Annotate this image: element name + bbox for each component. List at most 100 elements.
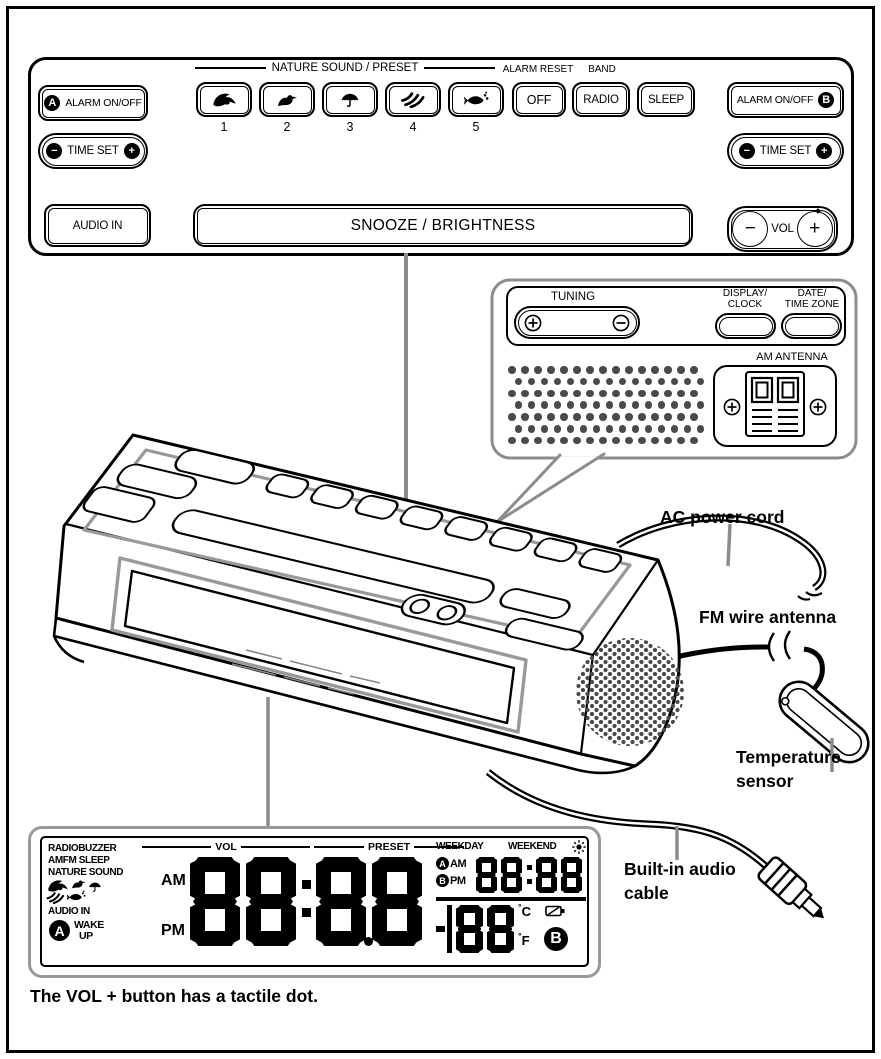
temperature-sensor-label: Temperature sensor — [736, 747, 841, 791]
preset-4-number: 4 — [409, 120, 417, 134]
preset-4-button[interactable] — [385, 82, 441, 117]
speaker-grille — [576, 638, 684, 746]
top-control-panel-diagram: A ALARM ON/OFF NATURE SOUND / PRESET 1 2… — [28, 57, 854, 256]
radio-label: RADIO — [583, 93, 619, 106]
top-face-buttons — [82, 448, 623, 651]
battery-icon — [545, 905, 565, 917]
preset-3-button[interactable] — [322, 82, 378, 117]
preset-3-number: 3 — [346, 120, 354, 134]
sun-icon — [572, 840, 586, 854]
bird-icon — [275, 92, 299, 108]
wind-icon — [400, 91, 426, 108]
fahrenheit-indicator: °F — [518, 931, 530, 948]
audio-cable — [485, 769, 824, 919]
main-colon-top — [302, 880, 311, 889]
decimal-point — [364, 937, 373, 946]
alarm-reset-label: ALARM RESET — [502, 64, 574, 75]
indicator-radio-buzzer: RADIOBUZZER — [48, 843, 117, 854]
clock-radio-illustration — [52, 433, 870, 919]
alarm-a-badge: A — [44, 95, 61, 111]
audio-plug-icon — [757, 856, 824, 919]
sleep-label: SLEEP — [647, 93, 685, 106]
snooze-callout-line — [404, 253, 408, 500]
terminal-screw-right-icon — [809, 398, 827, 416]
umbrella-icon — [88, 880, 102, 894]
fish-icon — [463, 91, 489, 108]
nature-sound-preset-header: NATURE SOUND / PRESET — [195, 62, 495, 74]
preset-1-button[interactable] — [196, 82, 252, 117]
display-reflection — [231, 649, 381, 695]
plus-icon: + — [123, 143, 140, 159]
vol-plus-button[interactable]: + — [796, 211, 833, 247]
bird-icon — [70, 878, 87, 890]
time-set-b-button[interactable]: − TIME SET + — [727, 133, 844, 169]
vol-minus-button[interactable]: − — [732, 211, 769, 247]
audio-in-label: AUDIO IN — [72, 219, 123, 232]
tuning-label: TUNING — [550, 291, 596, 303]
preset-2-button[interactable] — [259, 82, 315, 117]
alarm-b-badge: B — [818, 92, 835, 108]
tuning-minus-icon[interactable] — [612, 314, 630, 332]
ac-power-cord — [616, 514, 827, 601]
preset-5-button[interactable] — [448, 82, 504, 117]
vol-label: VOL — [771, 223, 794, 235]
am-indicator: AM — [161, 872, 186, 889]
am-antenna-terminal[interactable] — [713, 365, 837, 447]
tuning-control[interactable] — [514, 306, 640, 339]
preset-scale-header: PRESET — [314, 841, 465, 853]
sleep-button[interactable]: SLEEP — [637, 82, 695, 117]
nature-sound-icons — [46, 878, 106, 904]
indicator-audio-in: AUDIO IN — [48, 906, 90, 917]
am-antenna-label: AM ANTENNA — [756, 351, 828, 363]
off-label: OFF — [526, 92, 552, 107]
terminal-screw-left-icon — [723, 398, 741, 416]
date-time-zone-label: DATE/TIME ZONE — [784, 288, 840, 310]
ac-cord-leader-line — [726, 523, 732, 567]
alarm-a-label: ALARM ON/OFF — [65, 97, 142, 109]
indicator-am-fm-sleep: AMFM SLEEP — [48, 855, 110, 866]
time-set-a-button[interactable]: − TIME SET + — [38, 133, 148, 169]
tactile-dot-note: The VOL + button has a tactile dot. — [30, 986, 318, 1006]
band-radio-button[interactable]: RADIO — [572, 82, 630, 117]
lcd-frame: RADIOBUZZER AMFM SLEEP NATURE SOUND AUDI… — [40, 836, 589, 967]
built-in-audio-cable-label: Built-in audio cable — [624, 859, 736, 903]
device-body — [52, 433, 684, 775]
wave-icon — [211, 91, 237, 108]
preset-5-number: 5 — [472, 120, 480, 134]
header-rule-left — [195, 67, 266, 69]
alarm-a-button[interactable]: A ALARM ON/OFF — [38, 85, 148, 121]
alarm-reset-off-button[interactable]: OFF — [512, 82, 566, 117]
pm-indicator: PM — [161, 922, 185, 939]
umbrella-icon — [340, 90, 360, 110]
celsius-indicator: °C — [518, 902, 531, 919]
indicator-nature-sound: NATURE SOUND — [48, 867, 124, 878]
date-time-zone-button[interactable] — [781, 313, 842, 339]
temperature-sensor — [778, 680, 870, 764]
volume-control[interactable]: − VOL + — [727, 206, 838, 252]
fm-wire-antenna-label: FM wire antenna — [699, 607, 837, 627]
minus-icon: − — [46, 143, 63, 159]
alarm-b-button[interactable]: ALARM ON/OFF B — [727, 82, 844, 118]
ac-power-cord-label: AC power cord — [660, 507, 785, 527]
vol-scale-header: VOL — [142, 841, 310, 853]
snooze-brightness-bar[interactable]: SNOOZE / BRIGHTNESS — [193, 204, 693, 247]
nature-sound-preset-label: NATURE SOUND / PRESET — [271, 62, 419, 74]
minus-icon: − — [738, 143, 755, 159]
audio-in-button[interactable]: AUDIO IN — [44, 204, 151, 247]
page-border — [6, 6, 875, 1053]
display-clock-label: DISPLAY/CLOCK — [722, 288, 768, 310]
tuning-plus-icon[interactable] — [524, 314, 542, 332]
display-clock-button[interactable] — [715, 313, 776, 339]
preset-1-number: 1 — [220, 120, 228, 134]
terminal-block[interactable] — [744, 370, 806, 442]
time-set-label: TIME SET — [67, 145, 119, 157]
snooze-brightness-label: SNOOZE / BRIGHTNESS — [350, 216, 536, 234]
alarm-b-indicator: B — [544, 927, 568, 951]
lcd-divider — [436, 897, 586, 901]
fish-icon — [66, 890, 86, 903]
alarm-a-indicator: A — [49, 920, 70, 941]
header-rule-right — [424, 67, 495, 69]
